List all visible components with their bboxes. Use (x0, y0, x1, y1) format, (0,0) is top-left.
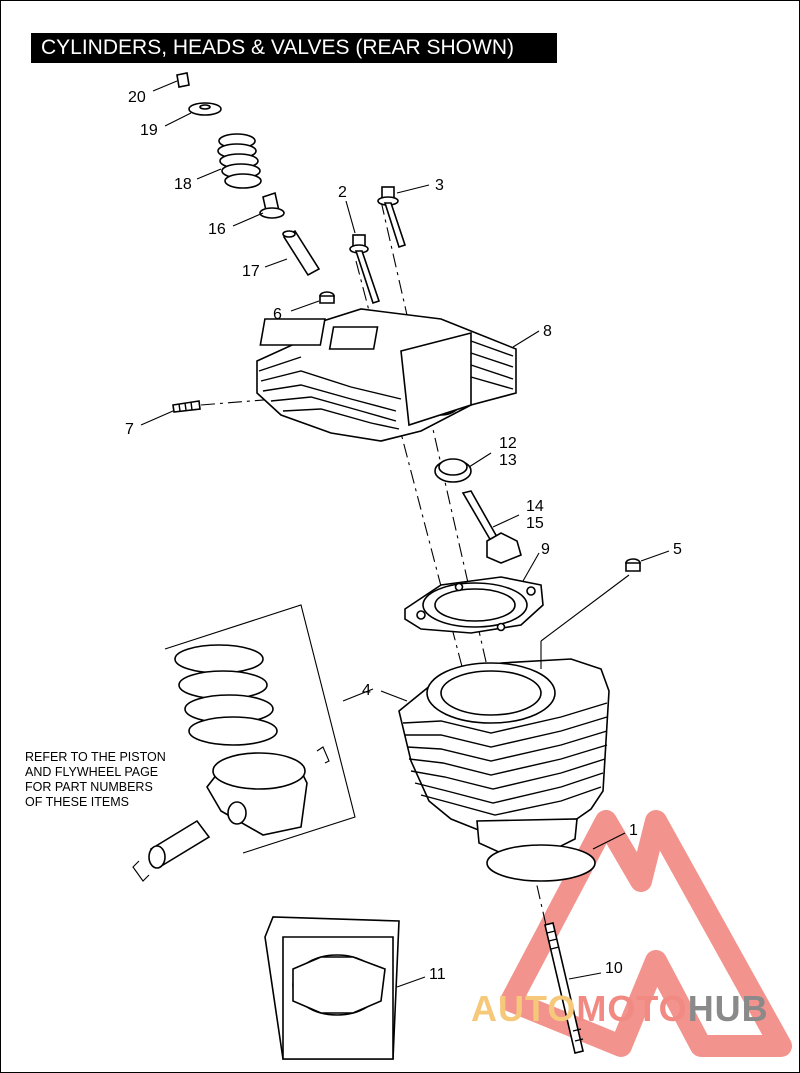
part-spring-retainer (188, 102, 222, 116)
part-o-ring (486, 844, 596, 882)
callout-11: 11 (429, 966, 446, 983)
callout-20: 20 (128, 89, 146, 106)
callout-6: 6 (273, 306, 282, 323)
note-line-4: OF THESE ITEMS (25, 795, 129, 809)
part-dowel (319, 291, 335, 304)
part-piston-pin (148, 819, 211, 869)
reference-note: REFER TO THE PISTON AND FLYWHEEL PAGE FO… (25, 750, 166, 809)
callout-15: 15 (526, 515, 544, 532)
callout-10: 10 (605, 960, 623, 977)
callout-14: 14 (526, 498, 544, 515)
box-label-brand: HARLEY-DAVIDSON (308, 981, 366, 987)
watermark-text: AUTOMOTOHUB (471, 988, 769, 1030)
part-valve-spring (217, 133, 262, 189)
part-gasket-kit-box: GENUINE HARLEY-DAVIDSON MOTOR PARTS (264, 916, 400, 1060)
callout-3: 3 (435, 177, 444, 194)
note-line-1: REFER TO THE PISTON (25, 750, 166, 764)
callout-5: 5 (673, 541, 682, 558)
callout-1: 1 (629, 822, 638, 839)
leader-lines (140, 80, 670, 988)
watermark-part-1: AUTO (471, 988, 577, 1029)
piston-group-outline (164, 604, 356, 854)
part-piston (206, 752, 308, 836)
callout-13: 13 (499, 452, 517, 469)
part-cylinder-dowel (625, 558, 641, 572)
note-line-2: AND FLYWHEEL PAGE (25, 765, 158, 779)
part-cylinder (398, 658, 610, 854)
callout-12: 12 (499, 435, 517, 452)
part-valve-seat (434, 458, 472, 483)
box-label-motor-parts: MOTOR PARTS (311, 998, 362, 1005)
part-head-bolt-short (349, 234, 381, 305)
part-valve-guide (282, 229, 321, 277)
part-head-stud (172, 400, 201, 413)
part-head-bolt-long (377, 186, 407, 249)
part-cylinder-stud (544, 922, 584, 1054)
diagram-title: CYLINDERS, HEADS & VALVES (REAR SHOWN) (31, 33, 557, 63)
box-label-genuine: GENUINE (316, 959, 357, 969)
watermark-logo (500, 810, 792, 1057)
callout-4: 4 (362, 682, 371, 699)
callout-16: 16 (208, 221, 226, 238)
note-line-3: FOR PART NUMBERS (25, 780, 153, 794)
part-valve (461, 490, 522, 564)
part-head-gasket (404, 576, 544, 634)
callout-19: 19 (140, 122, 158, 139)
part-piston-pin-clip (316, 746, 330, 764)
callout-17: 17 (242, 263, 260, 280)
part-valve-seal (259, 191, 285, 219)
part-piston-rings (174, 644, 278, 746)
callout-8: 8 (543, 323, 552, 340)
callout-2: 2 (338, 184, 347, 201)
part-valve-keeper (176, 72, 190, 88)
callout-9: 9 (541, 541, 550, 558)
part-cylinder-head (256, 308, 517, 442)
callout-7: 7 (125, 421, 134, 438)
callout-18: 18 (174, 176, 192, 193)
watermark-part-3: HUB (687, 988, 769, 1029)
watermark-part-2: MOTO (576, 988, 688, 1029)
part-piston-pin-clip (132, 860, 150, 882)
